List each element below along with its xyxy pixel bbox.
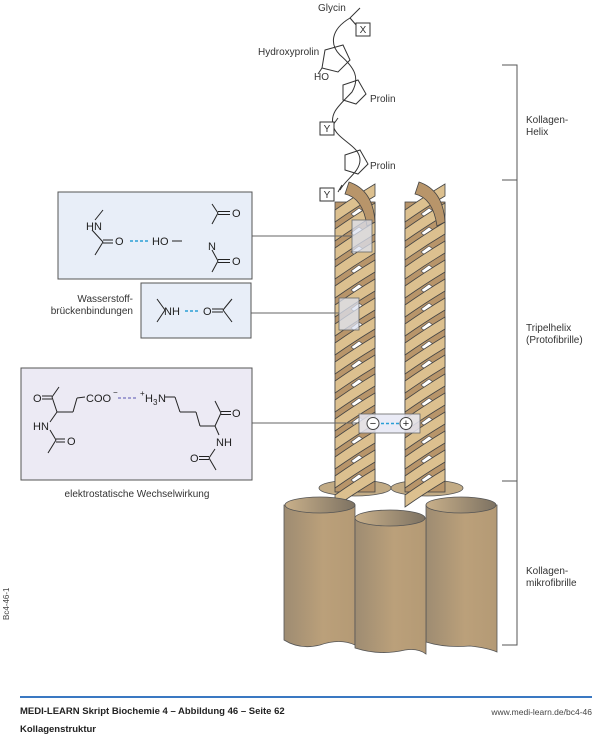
helix-ribbon	[404, 221, 446, 261]
o-label-left: O	[33, 393, 42, 405]
footer-subtitle: Kollagenstruktur	[20, 724, 97, 735]
x-residue-box	[355, 22, 371, 37]
plus-sign: +	[403, 418, 409, 430]
minus-sign: −	[370, 418, 376, 430]
label-kollagen-helix: Kollagen- Helix	[526, 115, 568, 139]
microfibril-cylinders	[283, 496, 498, 655]
figure-code: Bc4-46-1	[2, 587, 11, 620]
hbond-caption-line-2: brückenbindungen	[51, 306, 133, 317]
hbond-highlight-1	[351, 219, 373, 253]
cylinder-center	[354, 509, 427, 655]
leader-lines	[251, 235, 359, 424]
helix-ribbon	[334, 373, 376, 413]
charge-marker: − +	[358, 413, 421, 434]
helix-ribbon	[334, 354, 376, 394]
helix-ribbon	[404, 468, 446, 508]
helix-ribbon	[404, 316, 446, 356]
label-line: Kollagen-	[526, 115, 569, 126]
label-tripelhelix: Tripelhelix (Protofibrille)	[526, 323, 583, 347]
helix-ribbon	[404, 240, 446, 280]
ammonium-subscript: 3	[153, 398, 158, 407]
y-residue-box-2	[319, 187, 335, 202]
o-label-right: O	[232, 408, 241, 420]
ammonium-n-label: N	[158, 393, 166, 405]
footer-url[interactable]: www.medi-learn.de/bc4-46	[491, 707, 592, 717]
helix-ribbon	[334, 430, 376, 470]
helix-ribbon	[334, 449, 376, 489]
helix-top-curl	[414, 181, 446, 227]
brackets	[502, 64, 518, 646]
footer-title: MEDI-LEARN Skript Biochemie 4 – Abbildun…	[20, 706, 285, 717]
y-residue-box-1	[319, 121, 335, 136]
prolin-ring-1	[342, 79, 367, 105]
ho-label: HO	[152, 236, 169, 248]
o-label: O	[115, 236, 124, 248]
bracket-tripelhelix	[502, 180, 518, 482]
helix-ribbon	[404, 354, 446, 394]
footer-divider	[20, 696, 592, 698]
cylinder-left	[283, 496, 356, 648]
ammonium-charge: +	[140, 389, 145, 398]
label-line: Helix	[526, 127, 549, 138]
glycin-label: Glycin	[318, 3, 346, 14]
y-residue-label-1: Y	[324, 124, 331, 135]
hn-label: HN	[86, 221, 102, 233]
label-line: Tripelhelix	[526, 323, 572, 334]
helix-ribbon	[334, 259, 376, 299]
x-residue-label: X	[360, 25, 367, 36]
o-label: O	[203, 306, 212, 318]
label-line: Kollagen-	[526, 566, 569, 577]
prolin-label-2: Prolin	[370, 161, 396, 172]
nh-label: NH	[216, 437, 232, 449]
bracket-kollagen-helix	[502, 64, 518, 181]
single-chain	[317, 7, 369, 193]
prolin-ring-2	[344, 149, 369, 175]
hn-label: HN	[33, 421, 49, 433]
helix-ribbon	[334, 392, 376, 432]
helix-ribbon	[404, 278, 446, 318]
o-label-right: O	[232, 208, 241, 220]
label-mikrofibrille: Kollagen- mikrofibrille	[526, 566, 577, 590]
hydroxyprolin-ring	[321, 44, 351, 73]
helix-ribbon	[404, 297, 446, 337]
label-line: mikrofibrille	[526, 578, 577, 589]
prolin-label-1: Prolin	[370, 94, 396, 105]
ammonium-h-label: H	[145, 393, 153, 405]
helix-ribbon	[404, 449, 446, 489]
hbond-box-1: HN O HO O N O	[57, 191, 253, 280]
n-label: N	[208, 241, 216, 253]
helix-ribbon	[404, 373, 446, 413]
hydroxyprolin-label: Hydroxyprolin	[258, 47, 319, 58]
nh-label: NH	[164, 306, 180, 318]
y-residue-label-2: Y	[324, 190, 331, 201]
ionic-box: O COO − + H 3 N HN O O NH O elektrostati…	[20, 367, 253, 500]
hbond-box-2: NH O Wasserstoff- brückenbindungen	[51, 282, 252, 339]
hbond-caption-line-1: Wasserstoff-	[77, 294, 133, 305]
triple-helix-right	[404, 181, 446, 508]
helix-ribbon	[334, 335, 376, 375]
triple-helices	[334, 181, 446, 508]
label-line: (Protofibrille)	[526, 335, 583, 346]
carboxylate-label: COO	[86, 393, 112, 405]
ionic-caption: elektrostatische Wechselwirkung	[65, 489, 210, 500]
ho-label: HO	[314, 72, 329, 83]
helix-ribbon	[404, 259, 446, 299]
cylinder-right	[425, 496, 498, 653]
o-label-left-bottom: O	[67, 436, 76, 448]
helix-ribbon	[404, 335, 446, 375]
o-label-right-bottom: O	[190, 453, 199, 465]
o-label-bottom: O	[232, 256, 241, 268]
carboxylate-charge: −	[113, 388, 118, 397]
hbond-highlight-2	[338, 297, 360, 331]
bracket-mikrofibrille	[502, 481, 518, 646]
helix-ribbon	[334, 316, 376, 356]
helix-ribbon	[404, 430, 446, 470]
